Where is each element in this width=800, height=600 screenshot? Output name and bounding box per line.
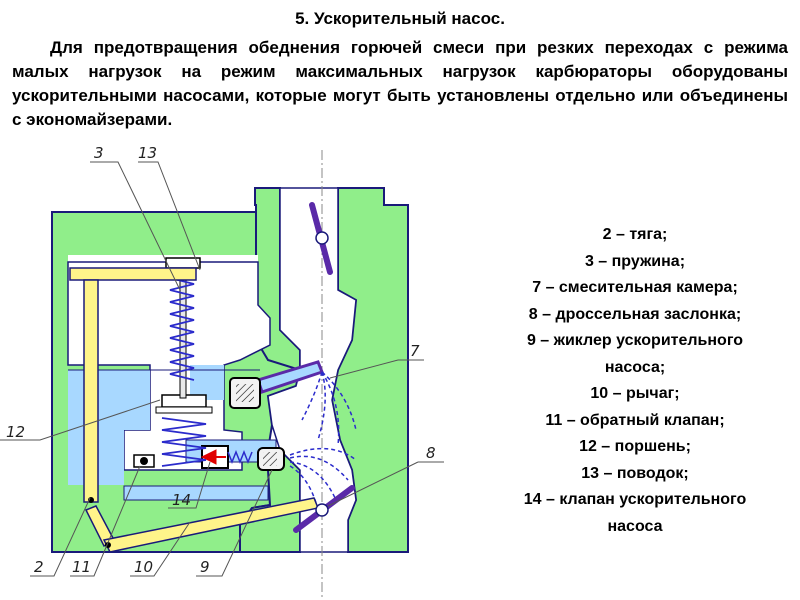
pump-valve: [200, 445, 253, 469]
legend-item: 7 – смесительная камера;: [532, 279, 738, 296]
callout-10: 10: [134, 558, 153, 576]
page-title: 5. Ускорительный насос.: [295, 9, 505, 28]
legend-item: насоса;: [604, 358, 666, 376]
pump-jet: [257, 447, 285, 471]
legend-item: 11 – обратный клапан;: [545, 411, 725, 429]
legend-item: 14 – клапан ускорительного: [523, 491, 747, 508]
intro-paragraph: Для предотвращения обеднения горючей сме…: [12, 38, 788, 129]
legend-item: 8 – дроссельная заслонка;: [528, 305, 742, 323]
air-damper: [309, 202, 333, 275]
legend-item: 2 – тяга;: [602, 226, 668, 243]
check-valve: [133, 454, 155, 468]
callout-9: 9: [200, 558, 210, 576]
pump-spring: [161, 277, 207, 467]
callout-8: 8: [426, 444, 436, 462]
legend-item: 9 – жиклер ускорительного: [526, 332, 744, 349]
legend-item: 10 – рычаг;: [590, 385, 680, 402]
callout-13: 13: [138, 144, 157, 162]
leader-lines: [0, 161, 444, 577]
fuel-spray: [289, 371, 357, 511]
legend-item: насоса: [607, 517, 663, 535]
throttle-valve: [293, 485, 355, 533]
callout-11: 11: [72, 558, 91, 576]
legend-item: 3 – пружина;: [584, 252, 686, 270]
legend-item: 12 – поршень;: [579, 438, 691, 455]
callout-3: 3: [94, 144, 104, 162]
callout-7: 7: [410, 342, 420, 360]
callout-14: 14: [172, 491, 191, 509]
callout-2: 2: [34, 558, 44, 576]
parts-legend: 2 – тяга; 3 – пружина; 7 – смесительная …: [470, 222, 800, 540]
legend-item: 13 – поводок;: [581, 464, 689, 482]
callout-12: 12: [6, 423, 25, 441]
